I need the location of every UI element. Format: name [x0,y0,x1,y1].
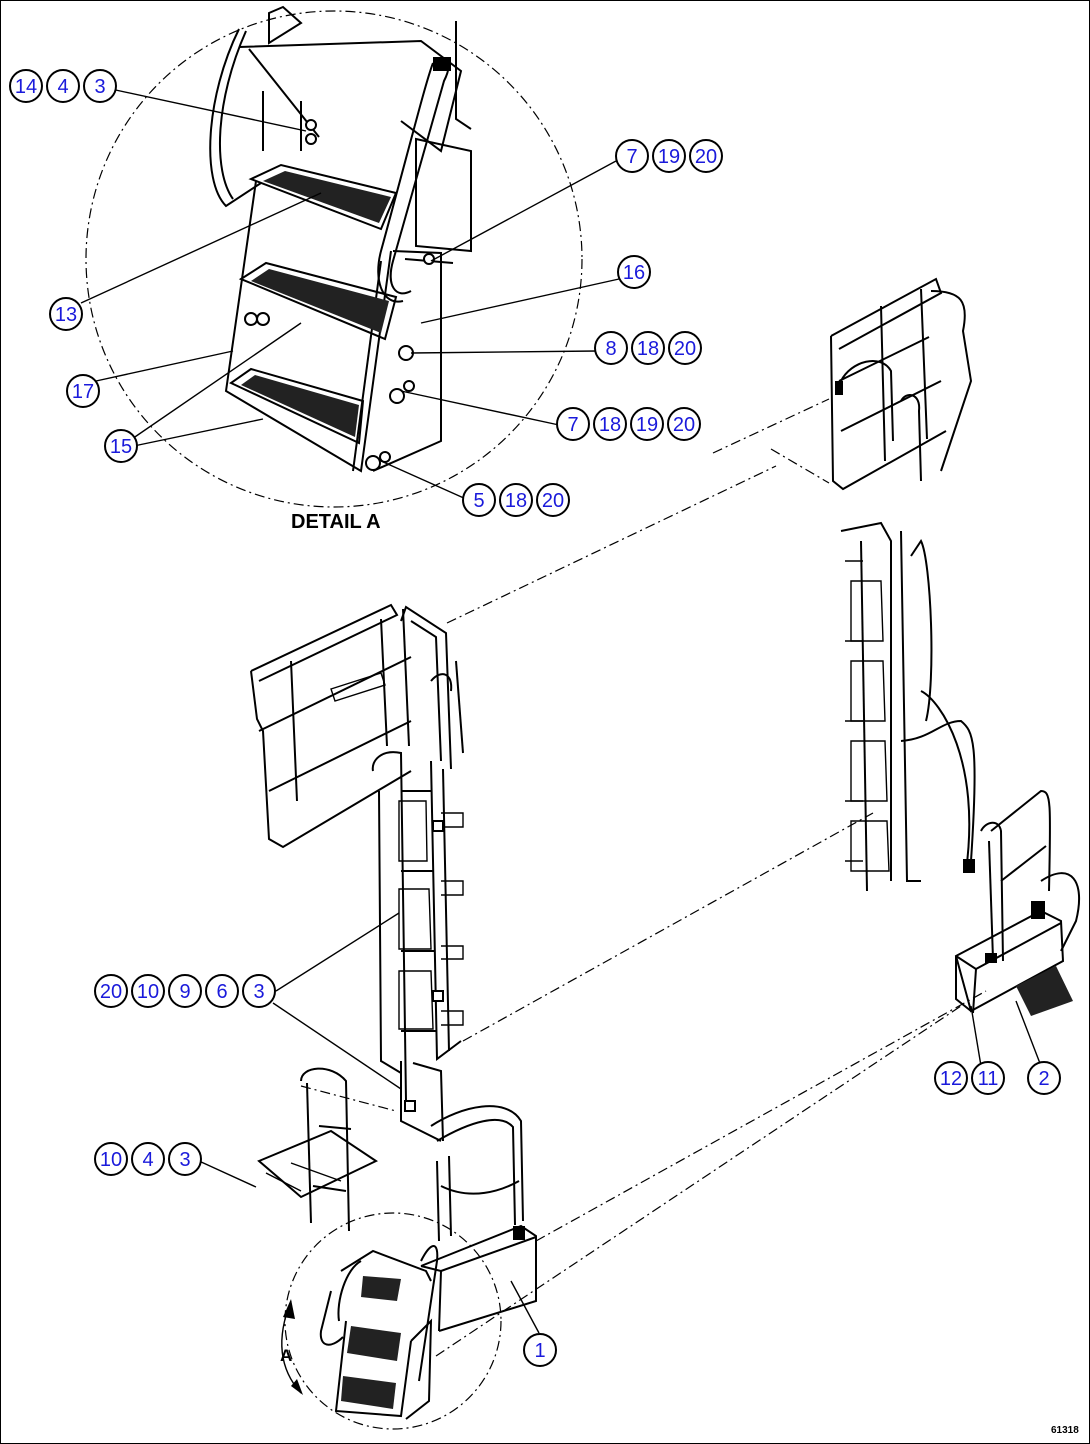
callout-bubble [617,255,651,289]
callout-number: 3 [253,981,264,1003]
leader-lines [80,88,1042,1334]
callout-number: 19 [636,414,658,436]
callout-number: 3 [94,76,105,98]
callout-number: 1 [534,1340,545,1362]
view-a-circle [284,1212,502,1430]
view-marker-a: A [280,1346,292,1365]
callout-bubble [9,69,43,103]
callout-number: 20 [695,146,717,168]
callout-number: 8 [605,338,616,360]
callout-number: 13 [55,304,77,326]
callout-2: 2 [1027,1061,1061,1095]
callout-number: 19 [658,146,680,168]
callout-bubble [94,1142,128,1176]
callout-number: 14 [15,76,37,98]
callout-13: 13 [49,297,83,331]
callout-bubble [615,139,649,173]
callout-17: 17 [66,374,100,408]
callout-bubble [83,69,117,103]
callout-number: 10 [137,981,159,1003]
callout-bubble [104,429,138,463]
callout-bubble [523,1333,557,1367]
callout-bubble [630,407,664,441]
callout-number: 7 [626,146,637,168]
callout-bubble [131,1142,165,1176]
callout-number: 15 [110,436,132,458]
callout-bubble [652,139,686,173]
callout-bubble [46,69,80,103]
callout-bubble [131,974,165,1008]
callout-number: 16 [623,262,645,284]
callout-number: 9 [179,981,190,1003]
callout-number: 5 [473,490,484,512]
callout-7-18-19-20: 7 18 19 20 [556,407,701,441]
callout-7-19-20: 7 19 20 [615,139,723,173]
callout-12-11: 12 11 [934,1061,1005,1095]
callout-bubble [242,974,276,1008]
callout-number: 20 [673,414,695,436]
callout-bubble [1027,1061,1061,1095]
callout-bubble [205,974,239,1008]
callout-bubble [49,297,83,331]
callout-number: 20 [542,490,564,512]
detail-a-boundary [85,10,583,508]
callout-number: 18 [637,338,659,360]
detail-a-view [85,5,583,508]
callout-number: 7 [567,414,578,436]
callout-bubble [667,407,701,441]
callout-bubble [971,1061,1005,1095]
callout-bubble [594,331,628,365]
callout-15: 15 [104,429,138,463]
callout-bubble [536,483,570,517]
callout-bubble [168,1142,202,1176]
callout-number: 12 [940,1068,962,1090]
callout-14-4-3: 14 4 3 [9,69,117,103]
callout-number: 18 [505,490,527,512]
callout-bubble [94,974,128,1008]
callout-number: 20 [674,338,696,360]
callout-1: 1 [523,1333,557,1367]
callout-bubble [593,407,627,441]
callout-bubble [668,331,702,365]
callout-5-18-20: 5 18 20 [462,483,570,517]
callout-number: 10 [100,1149,122,1171]
detail-a-title: DETAIL A [291,511,381,533]
projection-lines [300,398,987,1357]
right-ladder-assembly [830,277,1081,1016]
callout-bubble [934,1061,968,1095]
callout-number: 6 [216,981,227,1003]
callout-bubble [689,139,723,173]
callout-10-4-3: 10 4 3 [94,1142,202,1176]
callout-number: 11 [978,1068,999,1090]
main-ladder-assembly [250,603,537,1332]
callout-number: 4 [57,76,68,98]
callout-number: 17 [72,381,94,403]
callout-bubble [168,974,202,1008]
callout-number: 20 [100,981,122,1003]
callout-bubble [631,331,665,365]
callout-number: 18 [599,414,621,436]
callout-number: 3 [179,1149,190,1171]
callout-16: 16 [617,255,651,289]
callout-20-10-9-6-3: 20 10 9 6 3 [94,974,276,1008]
callout-number: 2 [1038,1068,1049,1090]
drawing-code: 61318 [1051,1425,1079,1436]
callout-bubble [556,407,590,441]
callout-bubble [66,374,100,408]
callout-bubble [462,483,496,517]
callout-8-18-20: 8 18 20 [594,331,702,365]
callout-number: 4 [142,1149,153,1171]
callout-bubble [499,483,533,517]
